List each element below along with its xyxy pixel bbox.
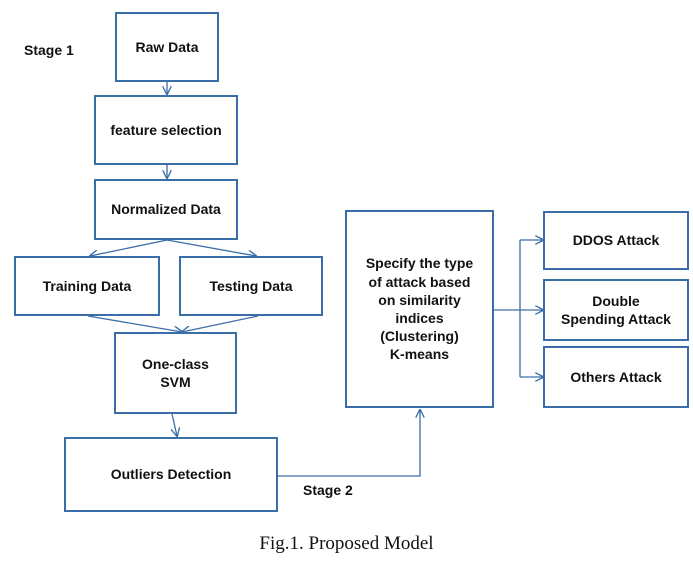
stage-2-label: Stage 2 bbox=[303, 482, 353, 498]
one-class-svm-box: One-class SVM bbox=[114, 332, 237, 414]
raw-data-box: Raw Data bbox=[115, 12, 219, 82]
arrow-outliers-to-clustering bbox=[278, 410, 420, 477]
ddos-attack-box: DDOS Attack bbox=[543, 211, 689, 270]
others-attack-box: Others Attack bbox=[543, 346, 689, 408]
feature-selection-box: feature selection bbox=[94, 95, 238, 165]
attack-type-clustering-box: Specify the type of attack based on simi… bbox=[345, 210, 494, 408]
training-data-box: Training Data bbox=[14, 256, 160, 316]
arrow-testing-to-svm bbox=[182, 315, 259, 332]
arrow-normalized-to-testing bbox=[166, 239, 256, 256]
arrow-svm-to-outliers bbox=[172, 413, 177, 436]
outliers-detection-box: Outliers Detection bbox=[64, 437, 278, 512]
arrow-normalized-to-training bbox=[90, 239, 168, 256]
normalized-data-box: Normalized Data bbox=[94, 179, 238, 240]
double-spending-attack-box: Double Spending Attack bbox=[543, 279, 689, 341]
figure-caption: Fig.1. Proposed Model bbox=[259, 533, 434, 554]
arrow-training-to-svm bbox=[87, 315, 182, 332]
stage-1-label: Stage 1 bbox=[24, 42, 74, 58]
testing-data-box: Testing Data bbox=[179, 256, 323, 316]
